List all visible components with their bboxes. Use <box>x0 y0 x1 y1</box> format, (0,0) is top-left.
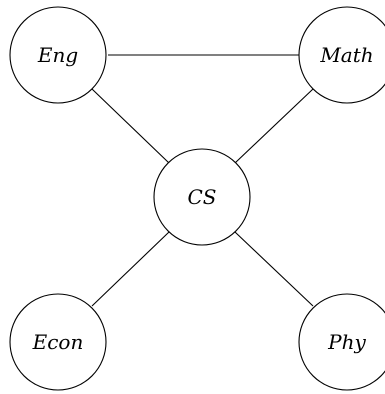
node-phy-circle <box>298 293 385 391</box>
node-econ-label: Econ <box>32 330 84 354</box>
node-eng: Eng <box>9 6 107 104</box>
nodes-layer: Eng Math CS Econ Phy <box>9 6 385 391</box>
node-math: Math <box>298 6 385 104</box>
edge-eng-cs <box>91 88 170 164</box>
node-eng-label: Eng <box>37 43 78 67</box>
node-phy-label: Phy <box>327 330 366 354</box>
node-math-label: Math <box>319 43 373 67</box>
node-cs-circle <box>153 148 251 246</box>
node-eng-circle <box>9 6 107 104</box>
node-econ: Econ <box>9 293 107 391</box>
edge-math-cs <box>234 88 314 164</box>
node-phy: Phy <box>298 293 385 391</box>
edges-layer <box>91 54 314 307</box>
edge-cs-econ <box>91 231 170 307</box>
node-cs-label: CS <box>187 185 216 209</box>
edge-cs-phy <box>234 231 314 307</box>
node-math-circle <box>298 6 385 104</box>
node-cs: CS <box>153 148 251 246</box>
node-econ-circle <box>9 293 107 391</box>
